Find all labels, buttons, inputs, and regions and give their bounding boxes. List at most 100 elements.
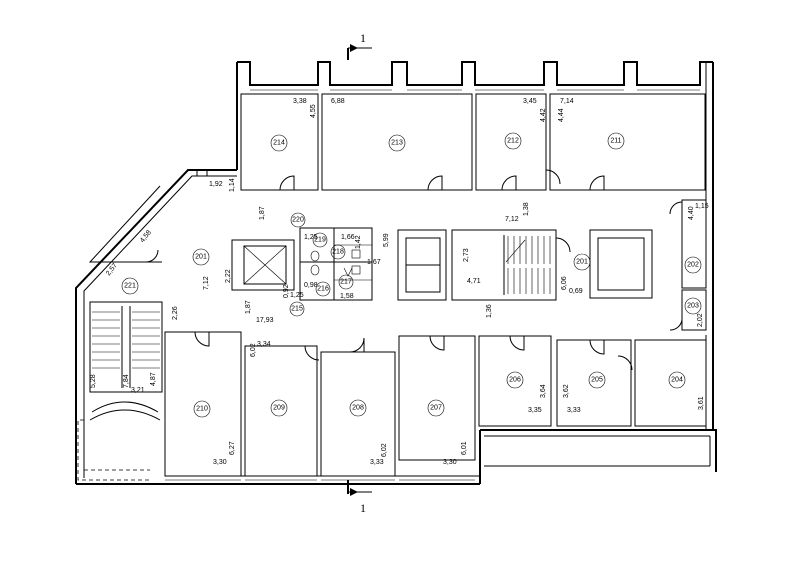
dim-label: 2,02 bbox=[697, 313, 704, 327]
room-203: 203 bbox=[684, 297, 702, 315]
room-211: 211 bbox=[607, 132, 625, 150]
room-204: 204 bbox=[668, 371, 686, 389]
svg-text:213: 213 bbox=[391, 140, 403, 147]
svg-text:215: 215 bbox=[291, 306, 303, 313]
dim-label: 1,66 bbox=[341, 234, 355, 241]
dim-label: 3,30 bbox=[443, 459, 457, 466]
dim-label: 1,87 bbox=[245, 300, 252, 314]
dim-label: 3,30 bbox=[213, 459, 227, 466]
svg-text:208: 208 bbox=[352, 405, 364, 412]
room-219: 219 bbox=[312, 232, 328, 248]
dim-label: 4,87 bbox=[150, 372, 157, 386]
svg-text:212: 212 bbox=[507, 138, 519, 145]
dim-label: 2,22 bbox=[225, 269, 232, 283]
dim-label: 6,88 bbox=[331, 98, 345, 105]
section-cut-label-top: 1 bbox=[360, 31, 366, 45]
room-208: 208 bbox=[349, 399, 367, 417]
section-cut-label-bottom: 1 bbox=[360, 501, 366, 515]
svg-text:207: 207 bbox=[430, 405, 442, 412]
svg-text:219: 219 bbox=[314, 237, 326, 244]
room-209: 209 bbox=[270, 399, 288, 417]
svg-text:203: 203 bbox=[687, 303, 699, 310]
dim-label: 1,67 bbox=[367, 259, 381, 266]
south-rooms bbox=[164, 331, 707, 481]
svg-text:216: 216 bbox=[317, 286, 329, 293]
dim-label: 3,38 bbox=[293, 98, 307, 105]
dim-label: 7,14 bbox=[560, 98, 574, 105]
svg-text:221: 221 bbox=[124, 283, 136, 290]
room-215: 215 bbox=[289, 301, 305, 317]
east-small-rooms bbox=[669, 199, 707, 331]
room-labels: 214 213 212 211 220 219 218 216 217 215 … bbox=[121, 132, 702, 418]
dim-label: 1,42 bbox=[355, 235, 362, 249]
dim-label: 5,99 bbox=[383, 233, 390, 247]
room-216: 216 bbox=[315, 281, 331, 297]
room-201-east: 201 bbox=[573, 253, 591, 271]
dim-label: 2,57 bbox=[105, 262, 119, 277]
dim-label: 1,36 bbox=[486, 304, 493, 318]
svg-text:214: 214 bbox=[273, 140, 285, 147]
svg-text:209: 209 bbox=[273, 405, 285, 412]
dim-label: 1,14 bbox=[229, 178, 236, 192]
dim-label: 3,61 bbox=[698, 396, 705, 410]
dim-label: 4,44 bbox=[558, 108, 565, 122]
dim-label: 3,35 bbox=[528, 407, 542, 414]
svg-text:202: 202 bbox=[687, 262, 699, 269]
dim-label: 1,92 bbox=[209, 181, 223, 188]
dim-label: 3,33 bbox=[370, 459, 384, 466]
svg-text:217: 217 bbox=[340, 279, 352, 286]
dim-label: 3,45 bbox=[523, 98, 537, 105]
dim-label: 5,28 bbox=[90, 374, 97, 388]
room-210: 210 bbox=[193, 400, 211, 418]
dim-label: 1,87 bbox=[259, 206, 266, 220]
dim-label: 7,12 bbox=[505, 216, 519, 223]
svg-text:201: 201 bbox=[195, 254, 207, 261]
north-rooms bbox=[240, 89, 706, 191]
dim-label: 7,12 bbox=[203, 276, 210, 290]
west-stair bbox=[88, 185, 163, 421]
dim-label: 2,26 bbox=[172, 306, 179, 320]
dim-label: 17,93 bbox=[256, 317, 274, 324]
dim-label: 4,58 bbox=[139, 229, 153, 244]
dim-label: 6,01 bbox=[461, 441, 468, 455]
dim-label: 4,40 bbox=[688, 206, 695, 220]
room-201-west: 201 bbox=[192, 248, 210, 266]
svg-text:218: 218 bbox=[332, 249, 344, 256]
svg-text:220: 220 bbox=[292, 217, 304, 224]
room-213: 213 bbox=[388, 134, 406, 152]
exterior-walls bbox=[75, 61, 717, 485]
balcony-outline bbox=[77, 419, 150, 481]
room-212: 212 bbox=[504, 132, 522, 150]
dim-label: 0,69 bbox=[569, 288, 583, 295]
svg-text:205: 205 bbox=[591, 377, 603, 384]
room-207: 207 bbox=[427, 399, 445, 417]
room-218: 218 bbox=[330, 244, 346, 260]
dim-label: 0,98 bbox=[304, 282, 318, 289]
svg-text:206: 206 bbox=[509, 377, 521, 384]
dim-label: 2,73 bbox=[463, 248, 470, 262]
room-221: 221 bbox=[121, 277, 139, 295]
dim-label: 4,55 bbox=[310, 104, 317, 118]
dim-label: 0,92 bbox=[283, 284, 290, 298]
section-cut-top: 1 bbox=[347, 31, 372, 60]
dim-label: 3,62 bbox=[563, 384, 570, 398]
room-206: 206 bbox=[506, 371, 524, 389]
dim-label: 1,25 bbox=[304, 234, 318, 241]
svg-text:204: 204 bbox=[671, 377, 683, 384]
dim-label: 1,58 bbox=[340, 293, 354, 300]
room-220: 220 bbox=[290, 212, 306, 228]
svg-text:211: 211 bbox=[610, 138, 621, 145]
dim-label: 6,02 bbox=[381, 443, 388, 457]
svg-text:210: 210 bbox=[196, 406, 208, 413]
dim-label: 3,34 bbox=[257, 341, 271, 348]
room-214: 214 bbox=[270, 134, 288, 152]
dim-label: 1,25 bbox=[290, 292, 304, 299]
dim-label: 7,84 bbox=[123, 374, 130, 388]
svg-text:201: 201 bbox=[576, 259, 588, 266]
dim-label: 1,38 bbox=[523, 202, 530, 216]
room-217: 217 bbox=[338, 274, 354, 290]
room-205: 205 bbox=[588, 371, 606, 389]
dim-label: 6,27 bbox=[229, 441, 236, 455]
dim-label: 4,71 bbox=[467, 278, 481, 285]
